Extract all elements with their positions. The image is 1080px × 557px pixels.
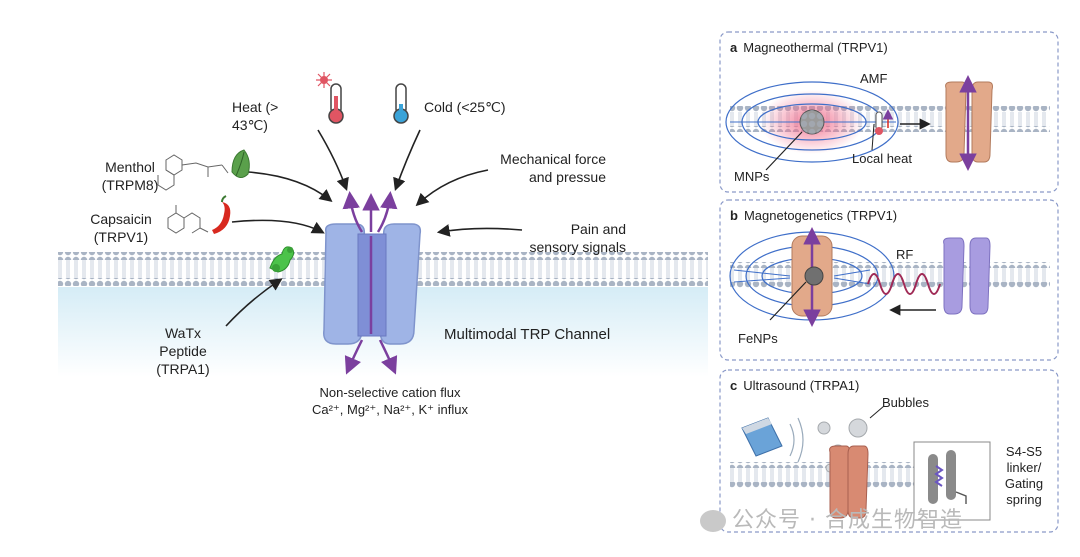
cold-label: Cold (<25℃) <box>424 99 506 115</box>
watx-peptide-icon <box>269 246 295 273</box>
heat-label: Heat (>43℃) <box>232 99 279 133</box>
trp-channel <box>323 191 422 375</box>
local-heat-label: Local heat <box>852 151 912 166</box>
chili-pepper-icon <box>212 195 231 234</box>
thermometer-cold-icon <box>393 83 409 124</box>
ultrasound-transducer-icon <box>741 417 804 463</box>
watermark: 公众号 · 合成生物智造 <box>700 502 963 534</box>
mnps-label: MNPs <box>734 169 770 184</box>
panel-c-graphic <box>730 405 991 521</box>
panel-b-border <box>719 199 1059 361</box>
panel-a-graphic <box>725 75 1050 171</box>
menthol-molecule-icon <box>157 154 229 191</box>
rf-label: RF <box>896 247 914 262</box>
wechat-icon <box>700 510 726 532</box>
menthol-label: Menthol(TRPM8) <box>101 159 159 193</box>
fenps-label: FeNPs <box>738 331 778 346</box>
panel-c-border <box>719 369 1059 533</box>
bubbles-label: Bubbles <box>882 395 929 410</box>
panel-b-graphic <box>729 227 1050 327</box>
thermometer-hot-icon <box>316 72 344 124</box>
channel-label: Multimodal TRP Channel <box>444 326 611 343</box>
leaf-icon <box>231 149 250 178</box>
gating-spring-icon <box>928 450 967 504</box>
capsaicin-label: Capsaicin(TRPV1) <box>90 211 152 245</box>
panel-a-border <box>719 31 1059 193</box>
amf-label: AMF <box>860 71 888 86</box>
stimulus-arrows <box>225 129 523 327</box>
capsaicin-molecule-icon <box>167 205 209 234</box>
